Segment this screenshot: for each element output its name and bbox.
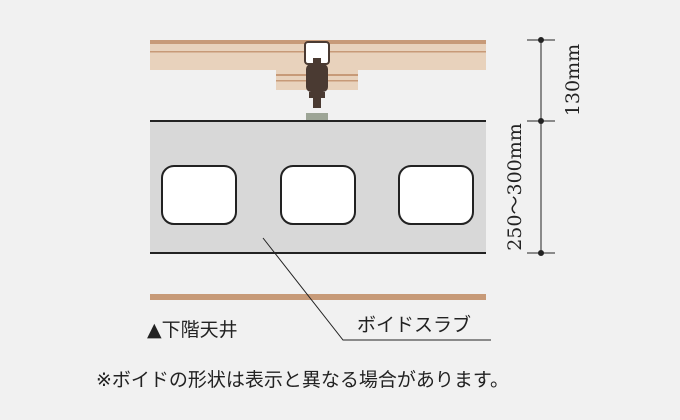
void-hole-center xyxy=(280,165,356,225)
slab-name-label: ボイドスラブ xyxy=(357,313,471,336)
slab-leader-line xyxy=(262,237,491,341)
lower-ceiling-board xyxy=(150,294,486,300)
ceiling-below-label: ▲下階天井 xyxy=(147,319,238,341)
void-hole-right xyxy=(398,165,474,225)
dimension-dot-top xyxy=(538,37,544,43)
dimension-label-upper: 130mm xyxy=(562,44,584,116)
bolt-base-plate xyxy=(306,113,328,122)
dimension-dot-bottom xyxy=(538,250,544,256)
footnote: ※ボイドの形状は表示と異なる場合があります。 xyxy=(96,369,509,391)
bolt-lower-nut xyxy=(309,92,325,98)
dimension-dot-middle xyxy=(538,118,544,124)
bolt-nut xyxy=(306,64,328,92)
dimension-line xyxy=(527,37,555,256)
support-bolt xyxy=(304,41,330,122)
void-slab xyxy=(150,120,486,254)
void-hole-left xyxy=(161,165,237,225)
dimension-label-slab: 250～300mm xyxy=(504,123,526,251)
